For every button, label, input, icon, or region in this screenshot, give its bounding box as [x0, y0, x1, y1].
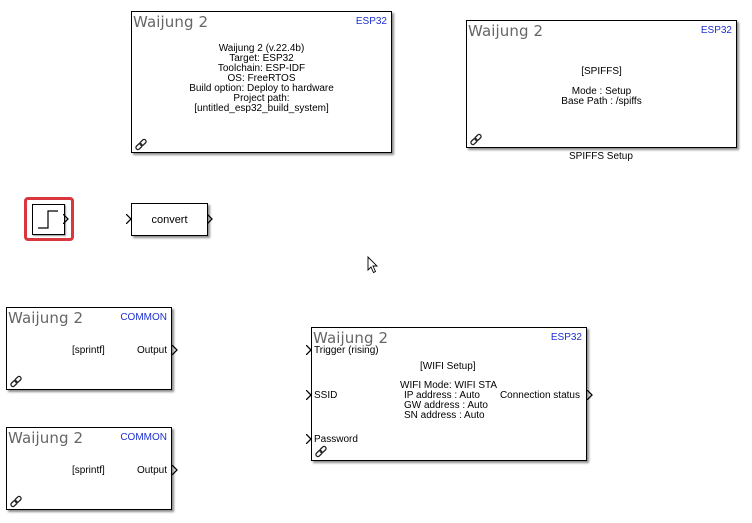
- link-icon[interactable]: [9, 495, 23, 509]
- info-line: GW address : Auto: [404, 400, 488, 411]
- waijung-logo: Waijung 2: [8, 309, 84, 327]
- target-tag: ESP32: [355, 16, 387, 27]
- port-arrow-icon[interactable]: [207, 214, 213, 224]
- info-line: [untitled_esp32_build_system]: [194, 103, 329, 114]
- output-port-label: Output: [136, 345, 167, 356]
- link-icon[interactable]: [134, 138, 148, 152]
- spiffs-block-caption: SPIFFS Setup: [569, 151, 633, 162]
- connection-status-port-label: Connection status: [499, 390, 580, 401]
- spiffs-setup-block[interactable]: Waijung 2 ESP32 [SPIFFS] Mode : Setup Ba…: [466, 20, 737, 148]
- common-tag: COMMON: [120, 432, 167, 443]
- link-icon[interactable]: [469, 133, 483, 147]
- convert-label: convert: [151, 214, 188, 226]
- sprintf-block[interactable]: Waijung 2 COMMON [sprintf] Output: [6, 427, 172, 510]
- link-icon[interactable]: [314, 445, 328, 459]
- spiffs-mode: Mode : Setup: [571, 86, 632, 97]
- sprintf-block[interactable]: Waijung 2 COMMON [sprintf] Output: [6, 307, 172, 390]
- output-port-label: Output: [136, 465, 167, 476]
- password-port-label: Password: [314, 434, 358, 445]
- step-block[interactable]: [32, 204, 65, 235]
- waijung-logo: Waijung 2: [133, 13, 209, 31]
- port-arrow-icon[interactable]: [172, 345, 178, 355]
- info-line: Waijung 2 (v.22.4b): [218, 43, 305, 54]
- link-icon[interactable]: [9, 375, 23, 389]
- common-tag: COMMON: [120, 312, 167, 323]
- waijung-logo: Waijung 2: [8, 429, 84, 447]
- info-line: SN address : Auto: [404, 410, 485, 421]
- info-line: Toolchain: ESP-IDF: [217, 63, 306, 74]
- waijung-logo: Waijung 2: [313, 329, 389, 347]
- info-line: IP address : Auto: [404, 390, 480, 401]
- wifi-setup-block[interactable]: Waijung 2 ESP32 Trigger (rising) SSID Pa…: [311, 327, 587, 461]
- spiffs-base-path: Base Path : /spiffs: [561, 96, 642, 107]
- target-tag: ESP32: [550, 332, 582, 343]
- target-config-block[interactable]: Waijung 2 ESP32 Waijung 2 (v.22.4b) Targ…: [131, 11, 392, 153]
- info-line: Target: ESP32: [229, 53, 294, 64]
- port-arrow-icon[interactable]: [63, 214, 69, 224]
- wifi-info: WIFI Mode: WIFI STA IP address : Auto GW…: [400, 381, 497, 421]
- target-tag: ESP32: [700, 25, 732, 36]
- wifi-title: [WIFI Setup]: [420, 361, 476, 372]
- trigger-port-label: Trigger (rising): [314, 345, 379, 356]
- step-block-selection[interactable]: [24, 197, 74, 241]
- mouse-cursor-icon: [367, 256, 379, 274]
- port-arrow-icon[interactable]: [172, 465, 178, 475]
- port-arrow-icon[interactable]: [587, 390, 593, 400]
- info-line: Build option: Deploy to hardware: [189, 83, 334, 94]
- info-line: OS: FreeRTOS: [227, 73, 296, 84]
- sprintf-label: [sprintf]: [72, 465, 105, 476]
- waijung-logo: Waijung 2: [468, 22, 544, 40]
- info-line: Project path:: [233, 93, 290, 104]
- info-line: WIFI Mode: WIFI STA: [400, 380, 498, 391]
- step-icon: [38, 210, 58, 229]
- convert-block[interactable]: convert: [131, 203, 208, 236]
- target-info: Waijung 2 (v.22.4b) Target: ESP32 Toolch…: [132, 44, 391, 114]
- spiffs-title: [SPIFFS]: [581, 66, 622, 77]
- ssid-port-label: SSID: [314, 390, 338, 401]
- sprintf-label: [sprintf]: [72, 345, 105, 356]
